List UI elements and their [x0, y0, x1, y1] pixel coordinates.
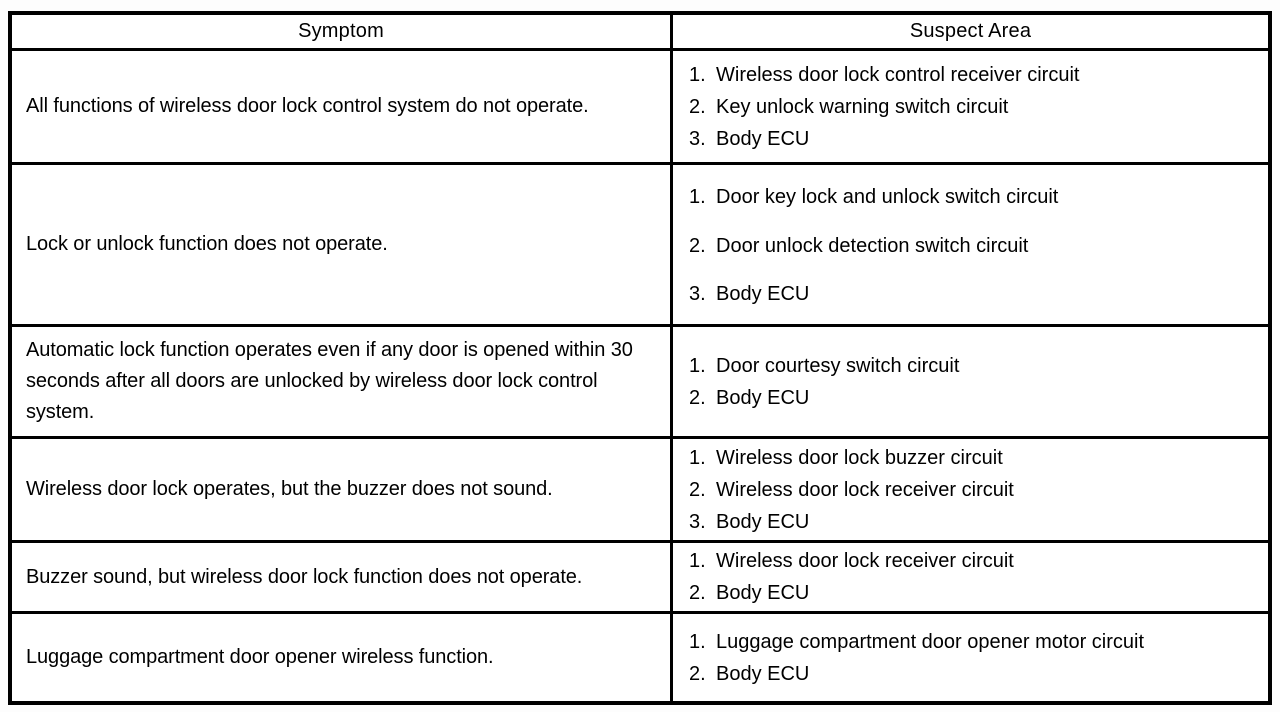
suspect-item: 2. Door unlock detection switch circuit: [689, 230, 1258, 262]
symptom-cell: Buzzer sound, but wireless door lock fun…: [12, 543, 673, 611]
suspect-item-text: Wireless door lock buzzer circuit: [716, 446, 1003, 469]
symptom-text: Luggage compartment door opener wireless…: [26, 646, 494, 668]
suspect-cell: 1. Door key lock and unlock switch circu…: [673, 165, 1268, 324]
suspect-item: 1. Wireless door lock control receiver c…: [689, 59, 1258, 91]
suspect-item-text: Door courtesy switch circuit: [716, 354, 960, 377]
suspect-item-text: Luggage compartment door opener motor ci…: [716, 630, 1145, 653]
suspect-cell: 1. Luggage compartment door opener motor…: [673, 614, 1268, 701]
suspect-item: 1. Wireless door lock buzzer circuit: [689, 442, 1258, 474]
suspect-item: 1. Door courtesy switch circuit: [689, 350, 1258, 382]
suspect-item-number: 1.: [689, 550, 706, 572]
suspect-item-text: Key unlock warning switch circuit: [716, 95, 1009, 118]
symptom-cell: Automatic lock function operates even if…: [12, 327, 673, 436]
symptom-cell: Luggage compartment door opener wireless…: [12, 614, 673, 701]
symptom-text: Buzzer sound, but wireless door lock fun…: [26, 565, 583, 588]
suspect-item-text: Body ECU: [716, 127, 810, 150]
suspect-item-number: 2.: [689, 234, 706, 257]
suspect-item-text: Body ECU: [716, 510, 810, 533]
suspect-item: 3. Body ECU: [689, 278, 1258, 310]
suspect-item-number: 1.: [689, 63, 706, 86]
suspect-item-text: Body ECU: [716, 662, 810, 685]
suspect-item-text: Body ECU: [716, 386, 810, 409]
suspect-cell: 1. Wireless door lock receiver circuit 2…: [673, 543, 1268, 611]
suspect-item-number: 2.: [689, 95, 706, 118]
suspect-item: 2. Body ECU: [689, 382, 1258, 414]
suspect-item: 1. Wireless door lock receiver circuit: [689, 545, 1258, 577]
suspect-item-text: Door unlock detection switch circuit: [716, 234, 1029, 257]
suspect-cell: 1. Wireless door lock buzzer circuit 2. …: [673, 439, 1268, 540]
suspect-item-text: Wireless door lock receiver circuit: [716, 478, 1014, 501]
symptom-cell: All functions of wireless door lock cont…: [12, 51, 673, 162]
suspect-item-number: 2.: [689, 662, 706, 685]
suspect-item-number: 3.: [689, 127, 706, 150]
table-header-row: Symptom Suspect Area: [12, 15, 1268, 51]
symptom-cell: Wireless door lock operates, but the buz…: [12, 439, 673, 540]
suspect-item-number: 2.: [689, 582, 706, 604]
suspect-item: 1. Luggage compartment door opener motor…: [689, 626, 1258, 658]
suspect-item-number: 1.: [689, 186, 706, 208]
suspect-item-number: 3.: [689, 510, 706, 533]
suspect-item-text: Wireless door lock control receiver circ…: [716, 63, 1080, 86]
suspect-item-text: Body ECU: [716, 582, 810, 604]
table-row: Buzzer sound, but wireless door lock fun…: [12, 543, 1268, 614]
table-row: Wireless door lock operates, but the buz…: [12, 439, 1268, 543]
suspect-item-text: Wireless door lock receiver circuit: [716, 550, 1014, 572]
table-row: Luggage compartment door opener wireless…: [12, 614, 1268, 701]
suspect-item: 3. Body ECU: [689, 123, 1258, 155]
suspect-item-text: Body ECU: [716, 283, 810, 305]
suspect-item: 2. Wireless door lock receiver circuit: [689, 474, 1258, 506]
suspect-item: 2. Key unlock warning switch circuit: [689, 91, 1258, 123]
suspect-item: 2. Body ECU: [689, 577, 1258, 609]
suspect-item-number: 1.: [689, 446, 706, 469]
symptom-cell: Lock or unlock function does not operate…: [12, 165, 673, 324]
suspect-item-number: 3.: [689, 283, 706, 305]
symptom-text: Automatic lock function operates even if…: [26, 339, 633, 423]
suspect-item-number: 2.: [689, 386, 706, 409]
table-row: Lock or unlock function does not operate…: [12, 165, 1268, 327]
suspect-item-text: Door key lock and unlock switch circuit: [716, 186, 1059, 208]
suspect-cell: 1. Door courtesy switch circuit 2. Body …: [673, 327, 1268, 436]
suspect-item-number: 1.: [689, 354, 706, 377]
suspect-item-number: 2.: [689, 478, 706, 501]
symptom-column-header: Symptom: [12, 15, 673, 48]
suspect-item: 2. Body ECU: [689, 658, 1258, 690]
diagnostic-symptom-table: Symptom Suspect Area All functions of wi…: [8, 11, 1272, 705]
symptom-text: Lock or unlock function does not operate…: [26, 233, 388, 255]
suspect-item: 3. Body ECU: [689, 506, 1258, 538]
table-row: Automatic lock function operates even if…: [12, 327, 1268, 439]
suspect-cell: 1. Wireless door lock control receiver c…: [673, 51, 1268, 162]
symptom-text: Wireless door lock operates, but the buz…: [26, 478, 553, 500]
symptom-text: All functions of wireless door lock cont…: [26, 95, 589, 117]
suspect-item-number: 1.: [689, 630, 706, 653]
suspect-item: 1. Door key lock and unlock switch circu…: [689, 181, 1258, 213]
table-row: All functions of wireless door lock cont…: [12, 51, 1268, 165]
suspect-area-column-header: Suspect Area: [909, 20, 1032, 42]
